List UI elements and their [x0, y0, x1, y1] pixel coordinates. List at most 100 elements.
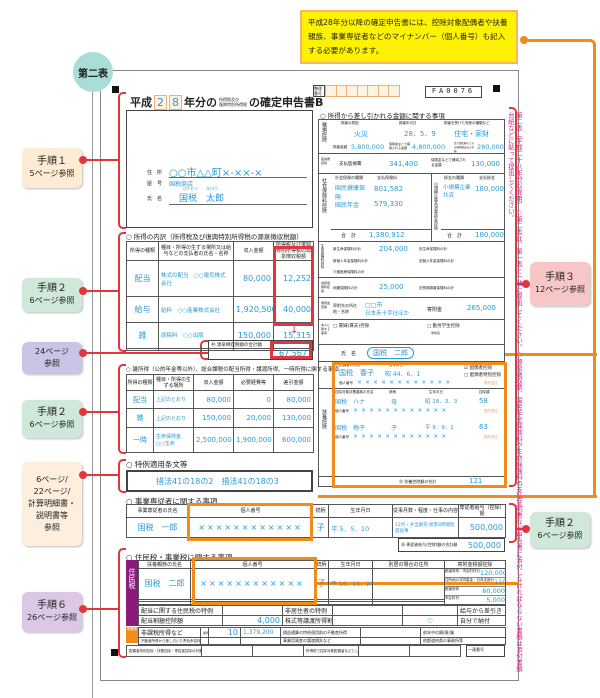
misc-cell[interactable]: 20,000 [233, 408, 274, 428]
col-header: 生年月日 [328, 504, 393, 518]
jigyo-amount[interactable]: 1,379,200 [240, 627, 281, 638]
dependent-cell[interactable]: 58 [479, 397, 488, 405]
worker-relation[interactable]: 子 [312, 517, 329, 538]
small-biz-total[interactable]: 180,000 [475, 231, 504, 239]
spouse-mynumber[interactable]: ×××××××××××× [357, 379, 454, 386]
special-articles-value[interactable]: 措法41の18の2 措法41の18の3 [126, 470, 313, 492]
zasson-ins[interactable]: 4,800,000 [412, 143, 446, 151]
dependent-cell[interactable]: 63 [479, 423, 488, 431]
col-header: 社会保険の種類 [335, 175, 363, 180]
choshu-self[interactable]: 自分で納付 [457, 615, 506, 626]
worker-birth[interactable]: 平 5．5．10 [328, 517, 393, 538]
misc-cell[interactable]: 600,000 [273, 426, 314, 454]
haitowari-value[interactable]: 4,000 [222, 615, 283, 626]
income-cell[interactable]: 給料 ○○産業株式会社 [158, 296, 234, 324]
social-total[interactable]: 1,380,912 [369, 231, 405, 239]
dependent-cell[interactable]: 昭 18．3．3 [425, 399, 458, 405]
misc-cell[interactable]: 80,000 [193, 389, 234, 410]
address-value[interactable]: ○○市△△町×-××-× [169, 168, 263, 179]
misc-cell[interactable]: 130,000 [273, 408, 314, 428]
income-cell[interactable]: 80,000 [233, 259, 274, 298]
new-life-value[interactable]: 204,000 [379, 245, 408, 253]
dependent-cell[interactable]: 国税 ハナ [335, 399, 366, 406]
quake-value[interactable]: 25,000 [379, 283, 404, 291]
widow-checkbox[interactable]: □ 寡婦(寡夫)控除 [333, 324, 370, 329]
income-cell[interactable]: 1,920,500 [233, 296, 274, 324]
income-cell[interactable]: 株式の配当 ○○電気株式会社 [158, 259, 234, 298]
misc-cell[interactable]: 2,500,000 [193, 426, 234, 454]
income-cell[interactable]: 原稿料 ○○出版 [158, 322, 234, 349]
misc-cell[interactable]: 雑 [126, 408, 154, 428]
choshu-radio[interactable]: ○ [402, 615, 458, 626]
dependent-cell[interactable]: 国税 梅子 [335, 425, 366, 432]
choshu-salary[interactable]: 給与から差引き [457, 605, 506, 616]
dependents-total[interactable]: 121 [469, 477, 483, 485]
misc-cell[interactable]: 上記のとおり [153, 408, 194, 428]
income-cell[interactable]: 150,000 [233, 322, 274, 349]
worker-total-value[interactable]: 500,000 [467, 540, 501, 550]
misc-cell[interactable]: 配当 [126, 389, 154, 410]
dependent-name[interactable]: 国税 二郎 [138, 568, 191, 600]
spouse-deduction-checkbox[interactable]: ☑ 配偶者控除 [464, 366, 492, 371]
donation-amount[interactable]: 265,000 [467, 304, 496, 312]
withholding-total-value[interactable]: 67,567 [270, 341, 312, 359]
worker-work[interactable]: 12月・弁当販売 接客8時間程度従事 [392, 517, 459, 538]
zasson-net[interactable]: 280,000 [477, 143, 504, 151]
zasson-asset[interactable]: 住宅・家財 [454, 130, 489, 138]
dependent-cell[interactable]: 子 [391, 425, 398, 432]
income-cell[interactable]: 雑 [126, 322, 159, 349]
social-type[interactable]: 国民年金 [335, 202, 360, 209]
worker-name[interactable]: 国税 一郎 [126, 517, 189, 538]
dependent-cell[interactable]: 母 [391, 399, 398, 406]
income-cell[interactable]: 給与 [126, 296, 159, 324]
spouse-special-checkbox[interactable]: □ 配偶者特別控除 [464, 373, 502, 378]
zasson-date[interactable]: 28．5．9 [404, 130, 436, 138]
bottom-label: 配偶者特別控除・扶養控除・専従者控除の対象者の氏名・住所 [126, 645, 202, 657]
seiri-number-field[interactable] [325, 85, 400, 97]
spouse-birth[interactable]: 昭 44．6．1 [385, 371, 421, 378]
medical-ins[interactable]: 130,000 [471, 160, 500, 168]
small-biz-amount[interactable]: 180,000 [475, 185, 504, 193]
address-label: 住 所 [147, 170, 163, 176]
income-cell[interactable] [273, 347, 314, 352]
col-header: 収入金額 [193, 374, 234, 391]
donation-place[interactable]: □□市 [365, 302, 383, 309]
student-checkbox[interactable]: □ 勤労学生控除 [427, 324, 460, 329]
donation-name[interactable]: 日本赤十字社ほか [365, 311, 410, 317]
income-cell[interactable]: 12,252 [273, 259, 314, 298]
small-biz-type[interactable]: 小規模企業共済 [443, 185, 471, 199]
social-type[interactable]: 国民健康保険 [335, 185, 366, 201]
name-value[interactable]: 国税 太郎 [179, 194, 225, 204]
yago-value[interactable]: 国税商店 [169, 181, 194, 188]
worker-amount[interactable]: 500,000 [458, 517, 506, 538]
col-header: 生年月日 [429, 390, 443, 394]
misc-cell[interactable]: 0 [233, 389, 274, 410]
name-value[interactable]: 国税 二郎 [367, 347, 414, 359]
misc-cell[interactable]: 生命保険金 ○○生命 [153, 426, 194, 454]
jigyo-side-label: 事業税 [126, 627, 138, 643]
income-cell[interactable]: 配当 [126, 259, 159, 298]
misc-cell[interactable]: 150,000 [193, 408, 234, 428]
social-amount[interactable]: 579,330 [374, 200, 403, 208]
jigyo-code[interactable]: 10 [208, 627, 241, 638]
zasson-cause[interactable]: 火災 [354, 130, 368, 138]
medical-label: 医療費控除 [321, 157, 331, 165]
spouse-name[interactable]: 国税 春子 [339, 369, 374, 377]
misc-cell[interactable]: 一時 [126, 426, 154, 454]
dependent-mynumber[interactable]: ×××××××××××× [353, 407, 450, 414]
furigana-value[interactable]: コクゼイ タロウ [182, 186, 218, 191]
misc-cell[interactable]: 80,000 [273, 389, 314, 410]
misc-cell[interactable]: 上記のとおり [153, 389, 194, 410]
zasson-loss[interactable]: 5,800,000 [351, 143, 385, 151]
dependent-cell[interactable]: 平 9．9．1 [425, 425, 454, 431]
income-cell[interactable] [126, 347, 159, 352]
misc-cell[interactable]: 1,900,000 [233, 426, 274, 454]
social-amount[interactable]: 801,582 [374, 185, 403, 193]
dependent-mynumber[interactable]: ×××××××××××× [190, 568, 315, 600]
worker-table: 事業専従者の氏名個人番号続柄生年月日従事月数・程度・仕事の内容専従者給与（控除）… [126, 504, 506, 538]
medical-paid[interactable]: 341,400 [389, 160, 418, 168]
dependent-mynumber[interactable]: ×××××××××××× [353, 433, 450, 440]
dependent-birth[interactable]: 平 16．10．20 [328, 568, 373, 600]
